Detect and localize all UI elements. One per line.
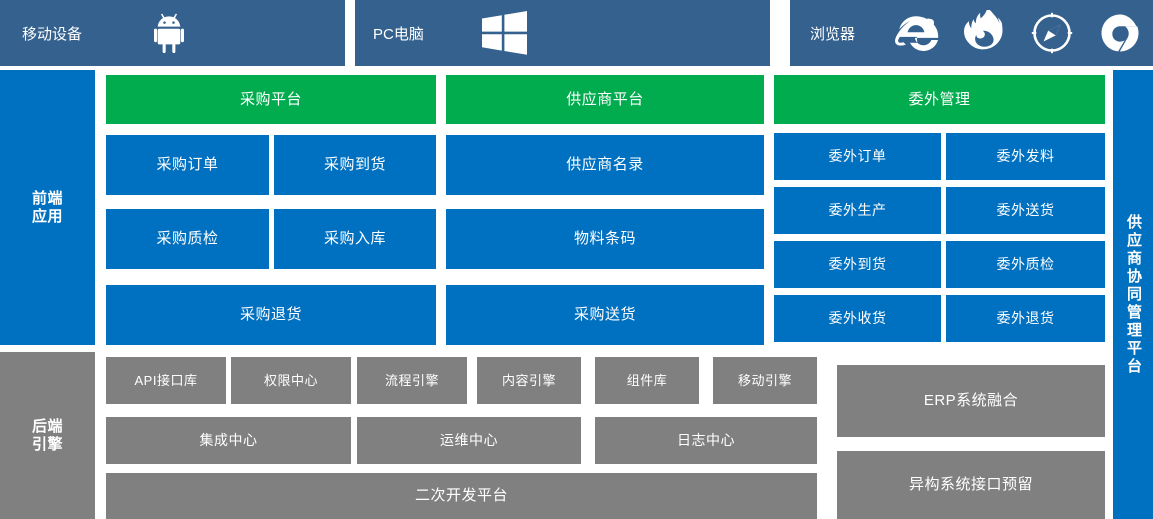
right-rail-platform: 供应商协同管理平台	[1113, 70, 1153, 519]
tile-outsourcing-production[interactable]: 委外生产	[774, 187, 941, 234]
tile-outsourcing-inspection[interactable]: 委外质检	[946, 241, 1105, 288]
tile-outsourcing-issue[interactable]: 委外发料	[946, 133, 1105, 180]
chrome-icon	[1097, 10, 1143, 56]
bottom-rail-line1: 后端	[31, 417, 63, 435]
tile-purchase-receipt[interactable]: 采购入库	[274, 209, 436, 269]
tile-permission-center[interactable]: 权限中心	[231, 357, 351, 404]
tile-purchase-arrival[interactable]: 采购到货	[274, 135, 436, 195]
windows-icon	[481, 10, 527, 56]
tile-material-barcode[interactable]: 物料条码	[446, 209, 764, 269]
left-rail-line2: 应用	[31, 207, 63, 225]
right-rail-label: 供应商协同管理平台	[1125, 213, 1142, 376]
tile-content-engine[interactable]: 内容引擎	[477, 357, 581, 404]
tile-integration-center[interactable]: 集成中心	[106, 417, 351, 464]
tile-outsourcing-arrival[interactable]: 委外到货	[774, 241, 941, 288]
tile-purchase-return[interactable]: 采购退货	[106, 285, 436, 345]
header-panel-browser: 浏览器	[790, 0, 1153, 66]
header-panel-mobile: 移动设备	[0, 0, 345, 66]
header-label-browser: 浏览器	[810, 25, 856, 43]
tile-outsourcing-shipment[interactable]: 委外送货	[946, 187, 1105, 234]
tile-api-library[interactable]: API接口库	[106, 357, 226, 404]
tile-purchase-delivery[interactable]: 采购送货	[446, 285, 764, 345]
tile-log-center[interactable]: 日志中心	[595, 417, 817, 464]
internet-explorer-icon	[893, 10, 939, 56]
tile-supplier-directory[interactable]: 供应商名录	[446, 135, 764, 195]
firefox-icon	[961, 10, 1007, 56]
tile-process-engine[interactable]: 流程引擎	[357, 357, 467, 404]
safari-icon	[1029, 10, 1075, 56]
tile-outsourcing-order[interactable]: 委外订单	[774, 133, 941, 180]
tile-heterogeneous-interface[interactable]: 异构系统接口预留	[837, 451, 1105, 519]
tile-purchase-order[interactable]: 采购订单	[106, 135, 269, 195]
tile-purchase-inspection[interactable]: 采购质检	[106, 209, 269, 269]
tile-component-library[interactable]: 组件库	[595, 357, 699, 404]
tile-secondary-development-platform[interactable]: 二次开发平台	[106, 473, 817, 519]
left-rail-line1: 前端	[31, 189, 63, 207]
header-panel-pc: PC电脑	[355, 0, 770, 66]
group-header-supplier[interactable]: 供应商平台	[446, 75, 764, 124]
tile-erp-integration[interactable]: ERP系统融合	[837, 365, 1105, 437]
tile-operations-center[interactable]: 运维中心	[357, 417, 581, 464]
header-label-mobile: 移动设备	[22, 25, 83, 43]
android-icon	[154, 12, 192, 54]
left-rail-frontend: 前端 应用	[0, 70, 95, 345]
header-label-pc: PC电脑	[373, 25, 424, 43]
tile-mobile-engine[interactable]: 移动引擎	[713, 357, 817, 404]
tile-outsourcing-receiving[interactable]: 委外收货	[774, 295, 941, 342]
group-header-procurement[interactable]: 采购平台	[106, 75, 436, 124]
group-header-outsourcing[interactable]: 委外管理	[774, 75, 1105, 124]
bottom-rail-backend: 后端 引擎	[0, 352, 95, 519]
tile-outsourcing-return[interactable]: 委外退货	[946, 295, 1105, 342]
bottom-rail-line2: 引擎	[31, 435, 63, 453]
